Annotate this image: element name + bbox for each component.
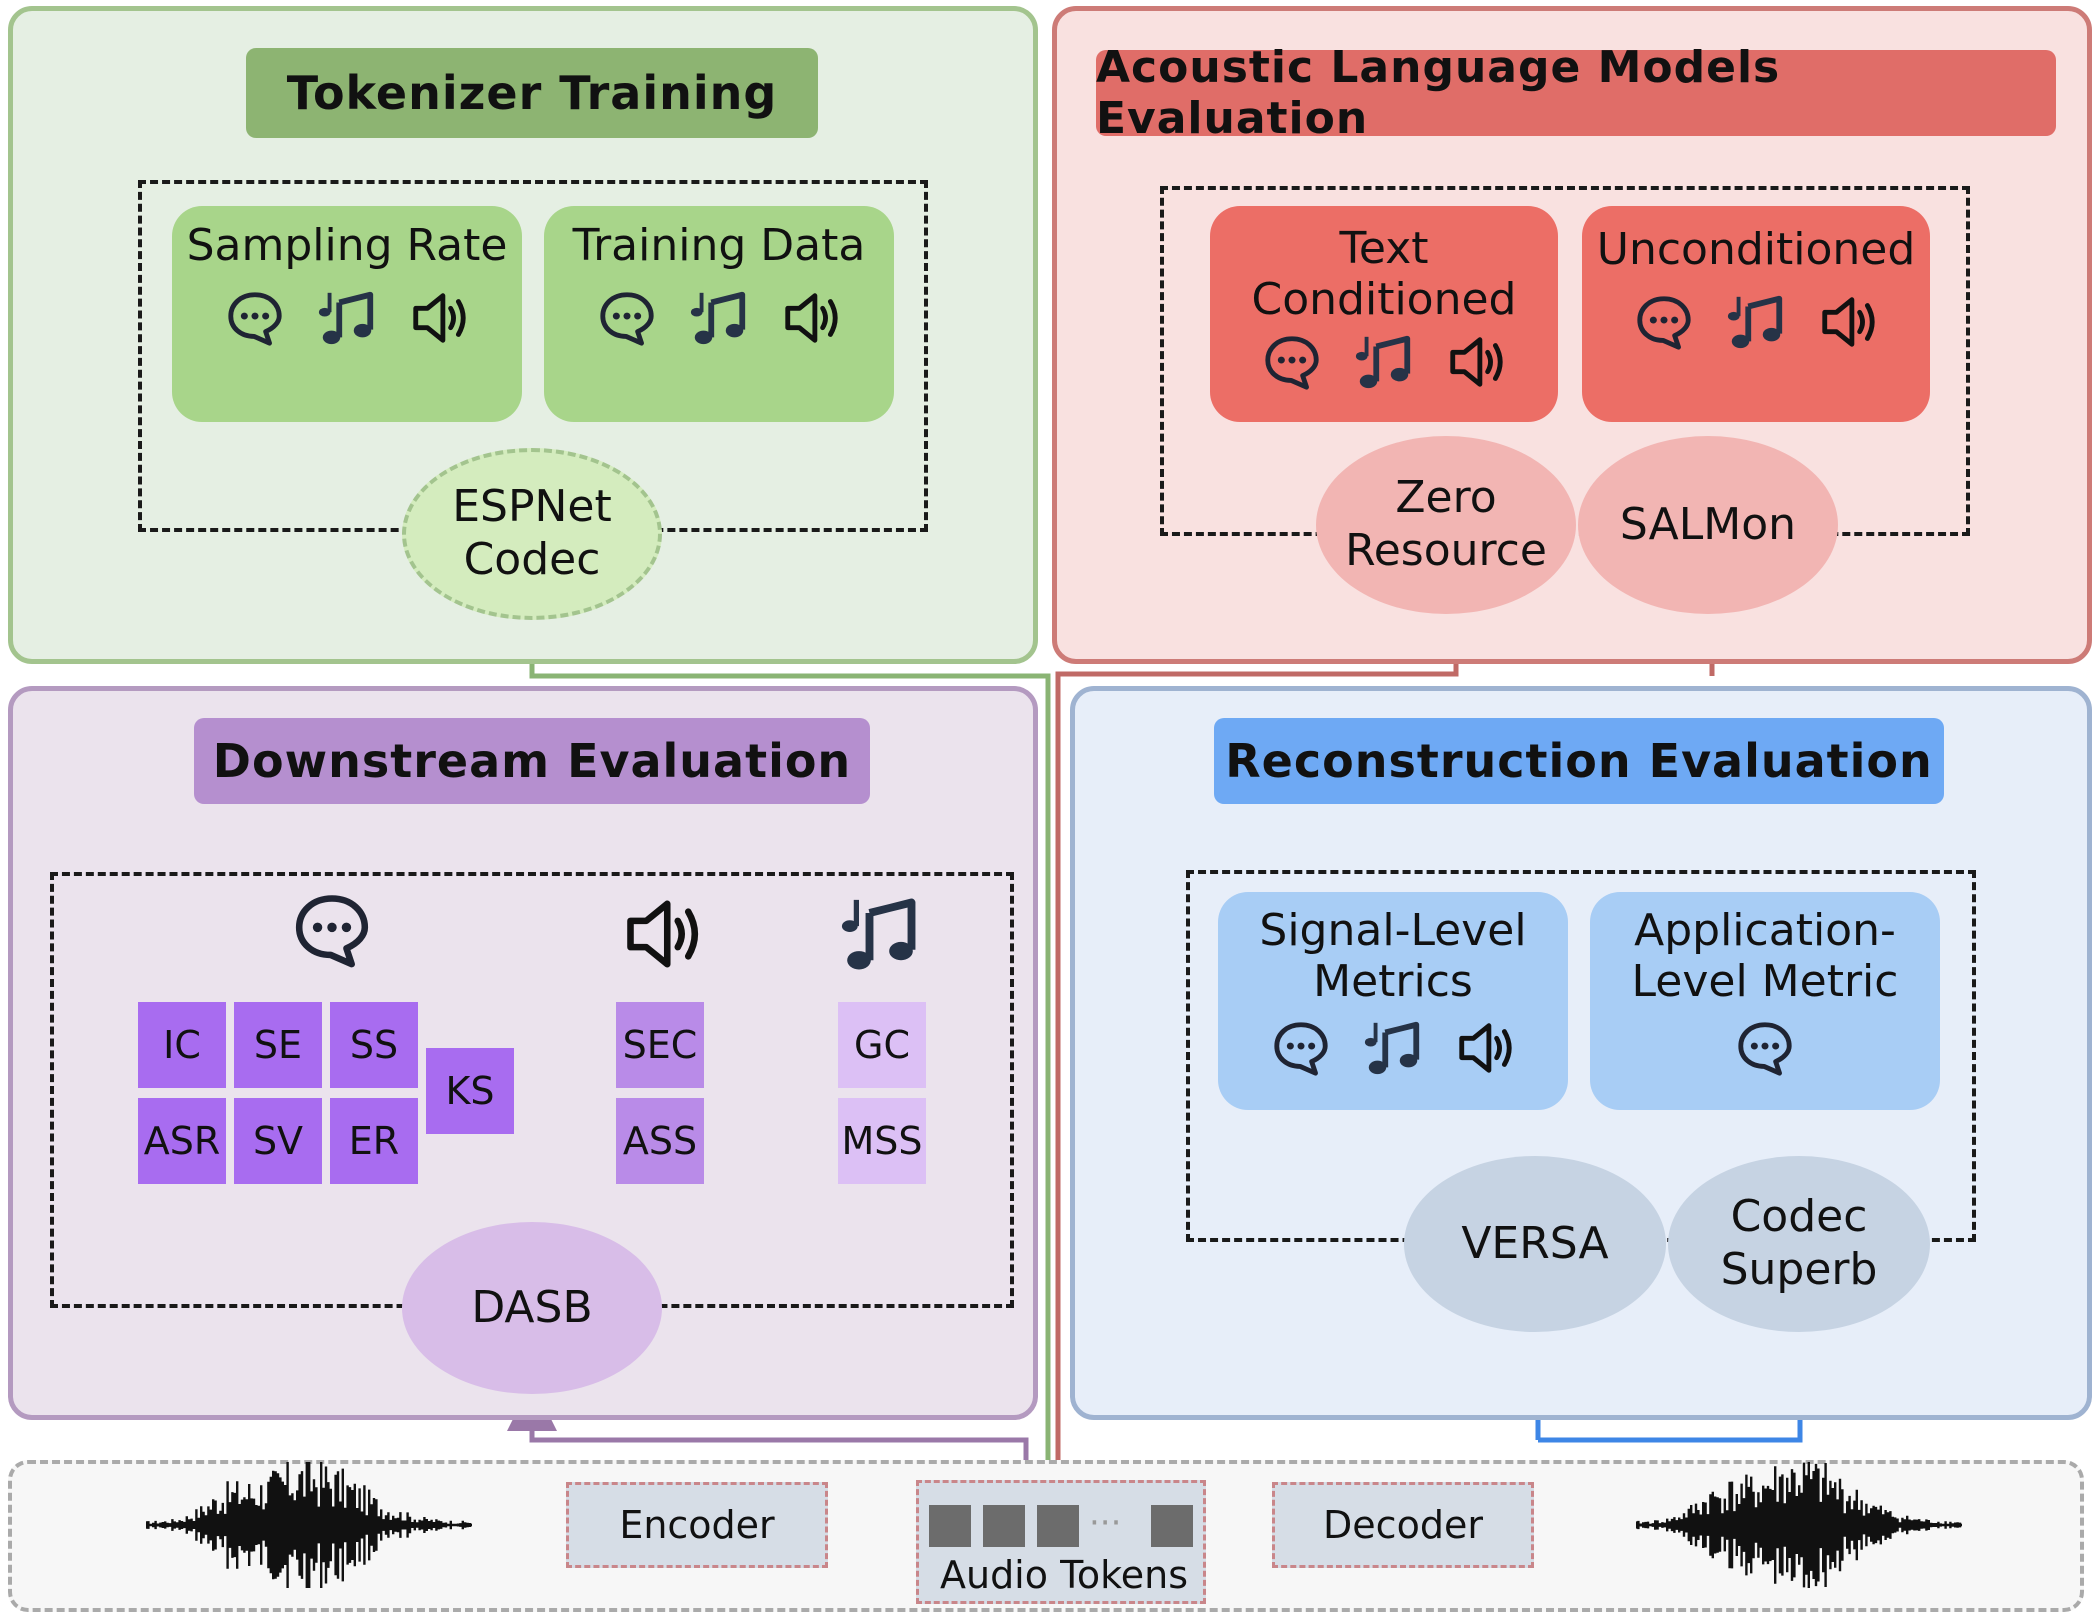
output-waveform-icon (1636, 1462, 1962, 1588)
tokenizer-training-title: Tokenizer Training (246, 48, 818, 138)
token-square (983, 1505, 1025, 1547)
music-note-icon (688, 287, 750, 349)
speech-bubble-icon (1261, 331, 1323, 393)
downstream-evaluation-title: Downstream Evaluation (194, 718, 870, 804)
card-label: Training Data (572, 220, 866, 271)
task-asr: ASR (138, 1098, 226, 1184)
task-gc: GC (838, 1002, 926, 1088)
salmon-ellipse: SALMon (1578, 436, 1838, 614)
icon-row (1633, 291, 1879, 353)
speech-bubble-icon (224, 287, 286, 349)
speech-bubble-icon (1633, 291, 1695, 353)
text-conditioned-card: Text Conditioned (1210, 206, 1558, 422)
espnet-codec-ellipse: ESPNet Codec (402, 448, 662, 620)
encoder-block: Encoder (566, 1482, 828, 1568)
token-square (1151, 1505, 1193, 1547)
speech-bubble-icon (1270, 1017, 1332, 1079)
speech-bubble-icon (1734, 1017, 1796, 1079)
task-mss: MSS (838, 1098, 926, 1184)
music-note-icon (1362, 1017, 1424, 1079)
speaker-icon (1445, 331, 1507, 393)
icon-row (1261, 331, 1507, 393)
zero-resource-ellipse: Zero Resource (1316, 436, 1576, 614)
codec-superb-ellipse: Codec Superb (1668, 1156, 1930, 1332)
audio-tokens-block: ··· Audio Tokens (916, 1480, 1206, 1604)
speech-bubble-icon (596, 287, 658, 349)
task-sec: SEC (616, 1002, 704, 1088)
application-level-metric-card: Application- Level Metric (1590, 892, 1940, 1110)
task-ks: KS (426, 1048, 514, 1134)
versa-ellipse: VERSA (1404, 1156, 1666, 1332)
icon-row (1734, 1017, 1796, 1079)
task-ass: ASS (616, 1098, 704, 1184)
audio-tokens-label: Audio Tokens (939, 1553, 1188, 1597)
music-note-icon (1353, 331, 1415, 393)
icon-row (596, 287, 842, 349)
music-note-icon (838, 892, 922, 976)
card-label: Text Conditioned (1251, 223, 1517, 325)
task-se: SE (234, 1002, 322, 1088)
card-label: Application- Level Metric (1631, 905, 1899, 1007)
sampling-rate-card: Sampling Rate (172, 206, 522, 422)
icon-row (1270, 1017, 1516, 1079)
signal-level-metrics-card: Signal-Level Metrics (1218, 892, 1568, 1110)
speaker-icon (1817, 291, 1879, 353)
icon-row (224, 287, 470, 349)
token-square (1037, 1505, 1079, 1547)
card-label: Sampling Rate (186, 220, 508, 271)
task-er: ER (330, 1098, 418, 1184)
speaker-icon (408, 287, 470, 349)
alm-evaluation-title: Acoustic Language Models Evaluation (1096, 42, 2056, 144)
music-note-icon (316, 287, 378, 349)
unconditioned-card: Unconditioned (1582, 206, 1930, 422)
card-label: Signal-Level Metrics (1259, 905, 1527, 1007)
task-ss: SS (330, 1002, 418, 1088)
speaker-icon (1454, 1017, 1516, 1079)
token-square (929, 1505, 971, 1547)
token-ellipsis: ··· (1089, 1503, 1122, 1543)
task-ic: IC (138, 1002, 226, 1088)
input-waveform-icon (146, 1462, 472, 1588)
card-label: Unconditioned (1596, 224, 1916, 275)
task-sv: SV (234, 1098, 322, 1184)
speaker-icon (620, 892, 704, 976)
music-note-icon (1725, 291, 1787, 353)
reconstruction-evaluation-title: Reconstruction Evaluation (1214, 718, 1944, 804)
dasb-ellipse: DASB (402, 1222, 662, 1394)
speech-bubble-icon (290, 888, 374, 972)
decoder-block: Decoder (1272, 1482, 1534, 1568)
training-data-card: Training Data (544, 206, 894, 422)
speaker-icon (780, 287, 842, 349)
